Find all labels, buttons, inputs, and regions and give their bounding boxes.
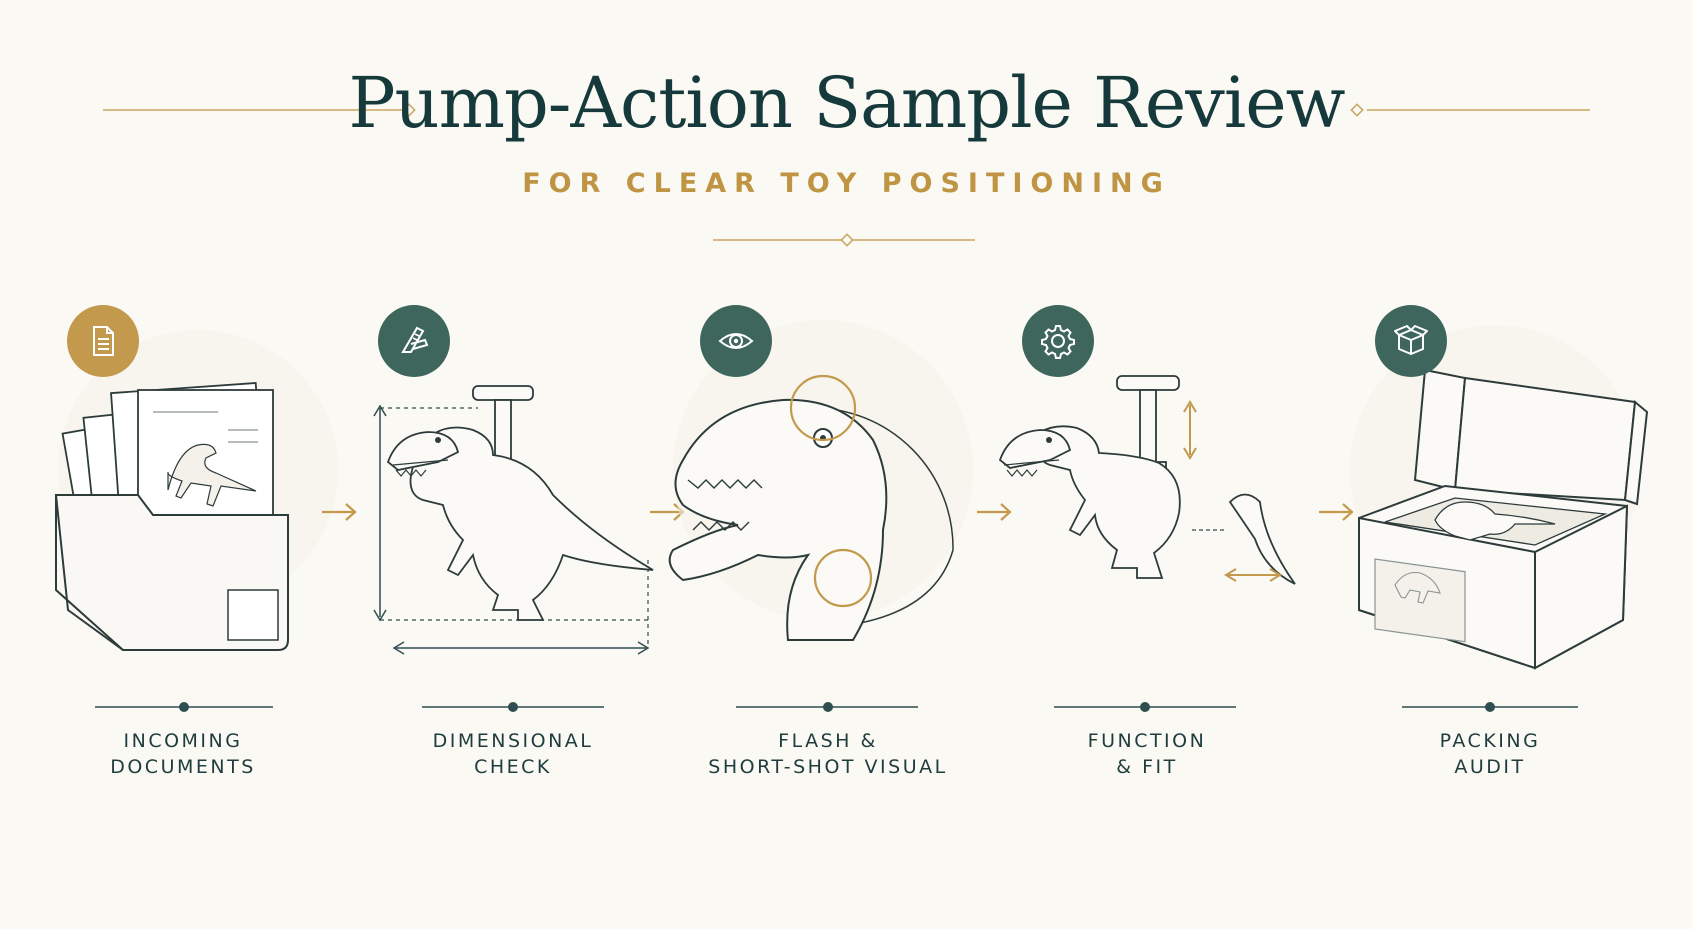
dino-closeup-illustration xyxy=(668,320,973,641)
step-flash-short-shot-visual: FLASH & SHORT-SHOT VISUAL xyxy=(663,290,993,790)
calipers-icon xyxy=(378,305,450,377)
step-incoming-documents: INCOMING DOCUMENTS xyxy=(18,290,348,790)
step-label: FLASH & SHORT-SHOT VISUAL xyxy=(708,730,948,778)
step-divider xyxy=(422,702,604,712)
arrow-right-icon xyxy=(1319,503,1354,521)
step-function-fit: FUNCTION & FIT xyxy=(982,290,1312,790)
box-icon xyxy=(1375,305,1447,377)
document-icon xyxy=(67,305,139,377)
dino-measurement-illustration xyxy=(373,385,654,655)
step-divider xyxy=(95,702,273,712)
step-dimensional-check: DIMENSIONAL CHECK xyxy=(348,290,678,790)
page-title: Pump-Action Sample Review xyxy=(348,62,1345,144)
step-packing-audit: PACKING AUDIT xyxy=(1325,290,1655,790)
step-divider xyxy=(1402,702,1578,712)
step-label: DIMENSIONAL CHECK xyxy=(432,730,594,778)
eye-icon xyxy=(700,305,772,377)
step-divider xyxy=(736,702,918,712)
packing-box-illustration xyxy=(1350,325,1649,670)
header: Pump-Action Sample Review FOR CLEAR TOY … xyxy=(0,0,1693,260)
arrow-right-icon xyxy=(977,503,1012,521)
step-divider xyxy=(1054,702,1236,712)
step-label: INCOMING DOCUMENTS xyxy=(110,730,256,778)
page-subtitle: FOR CLEAR TOY POSITIONING xyxy=(522,168,1171,199)
step-label: PACKING AUDIT xyxy=(1439,730,1541,778)
document-folder-illustration xyxy=(54,330,338,651)
header-decoration xyxy=(103,103,1590,247)
arrow-right-icon xyxy=(322,503,357,521)
dino-pump-fit-illustration xyxy=(998,375,1296,585)
step-label: FUNCTION & FIT xyxy=(1087,730,1207,778)
gear-icon xyxy=(1022,305,1094,377)
